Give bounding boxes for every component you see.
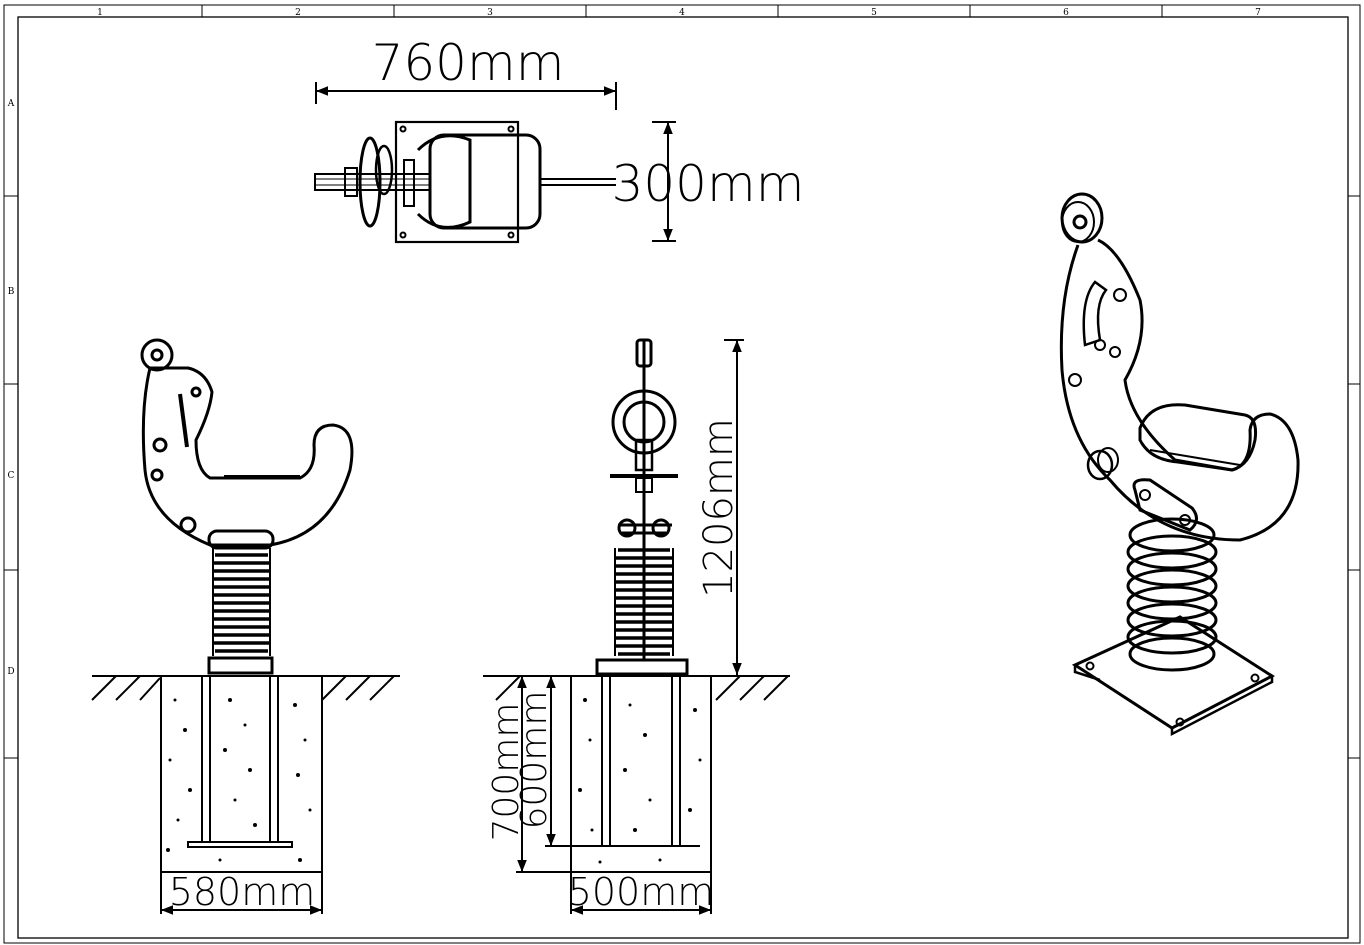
front-view (595, 338, 689, 676)
grid-column-label: 4 (679, 8, 685, 18)
grid-column-label: 2 (295, 8, 301, 18)
grid-row-label: B (8, 287, 15, 297)
top-view (314, 120, 616, 244)
grid-row-label: D (7, 667, 14, 677)
grid-column-label: 6 (1063, 8, 1069, 18)
grid-row-label: C (8, 471, 15, 481)
dimension-height: 1206mm (696, 418, 742, 598)
front-view-dimensions (516, 339, 744, 915)
grid-column-label: 3 (487, 8, 493, 18)
front-view-concrete-texture (578, 698, 702, 864)
grid-row-label: A (7, 99, 15, 109)
grid-column-label: 7 (1255, 8, 1261, 18)
top-view-dimensions (315, 82, 676, 242)
dimension-post-depth: 600mm (514, 691, 555, 830)
isometric-view (1059, 192, 1300, 737)
grid-labels: 1 2 3 4 5 6 7 A B C D (7, 8, 1261, 677)
front-view-ground (483, 675, 790, 873)
side-view-concrete-texture (166, 698, 312, 862)
grid-column-label: 5 (871, 8, 877, 18)
grid-column-label: 1 (97, 8, 103, 18)
side-view-ground (91, 675, 400, 873)
dimension-top-depth: 300mm (612, 155, 805, 213)
dimension-top-width: 760mm (372, 34, 565, 92)
dimension-footing-depth: 700mm (486, 703, 527, 842)
side-view-dimensions (160, 872, 323, 915)
dimension-footing-side-width: 580mm (169, 870, 316, 914)
drawing-frame (3, 4, 1361, 944)
side-view (140, 338, 354, 675)
dimension-footing-front-width: 500mm (568, 870, 715, 914)
